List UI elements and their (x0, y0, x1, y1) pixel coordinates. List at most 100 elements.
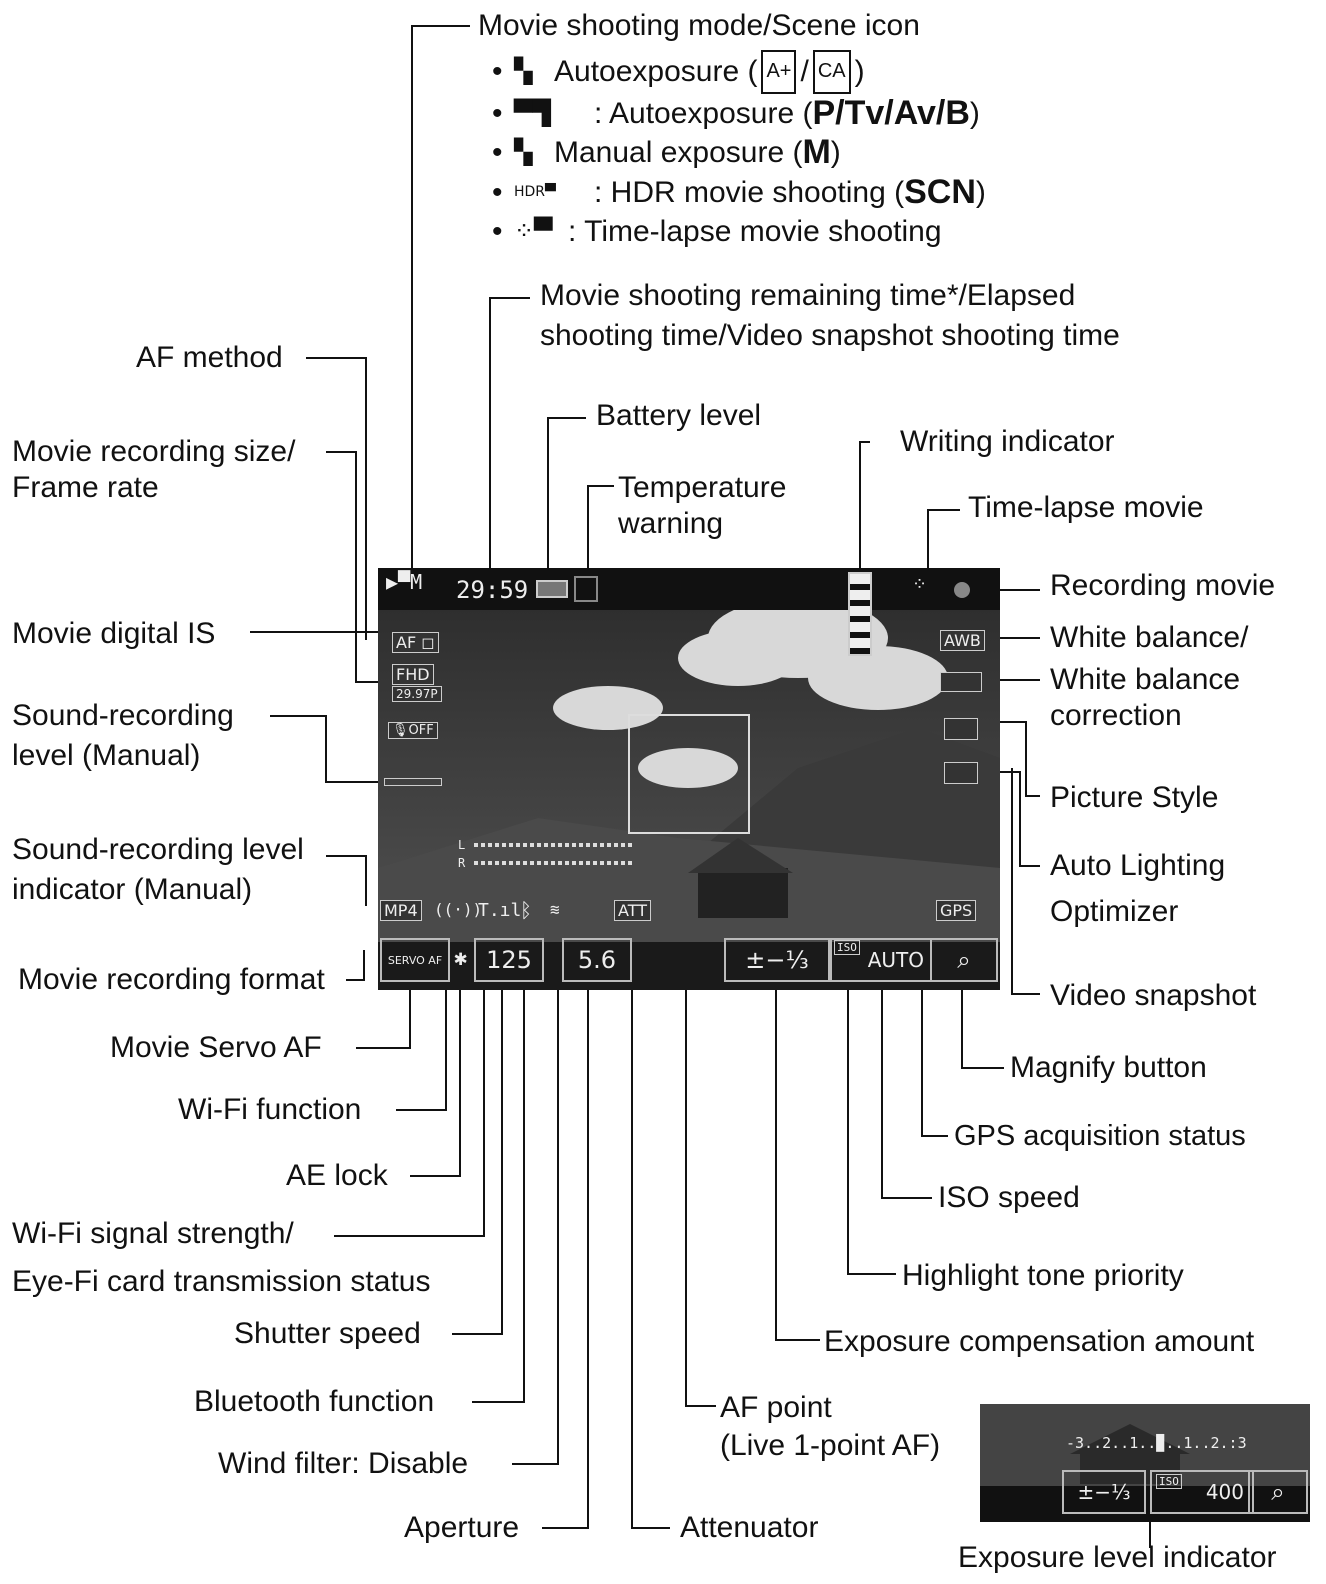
ae-lock-label: AE lock (286, 1159, 388, 1192)
hdr-movie-icon: HDR▀ (514, 183, 556, 200)
picture-style-label: Picture Style (1050, 781, 1219, 814)
wind-filter-label: Wind filter: Disable (218, 1447, 469, 1480)
alo-icon (944, 762, 978, 784)
exposure-inset: -3..2..1..▉..1..2.:3 ±−⅓ ISO 400 ⌕ (980, 1404, 1310, 1522)
meter-r-label: R (458, 856, 466, 870)
signal-icon: T.ıl (478, 900, 522, 921)
scene-auto-icon: A+ (761, 50, 797, 94)
ae-lock-icon: ✱ (454, 946, 468, 971)
timelapse-movie-icon: ⁘▀ (514, 217, 553, 245)
battery-icon (536, 580, 568, 598)
aperture-button[interactable]: 5.6 (562, 938, 632, 982)
rec-size-label-2: Frame rate (12, 471, 159, 504)
inset-magnify[interactable]: ⌕ (1248, 1470, 1308, 1514)
exposure-level-label: Exposure level indicator (958, 1541, 1277, 1574)
remaining-time-label-1: Movie shooting remaining time*/Elapsed (540, 279, 1076, 312)
remaining-time-label-2: shooting time/Video snapshot shooting ti… (540, 319, 1120, 352)
sound-level-label-2: level (Manual) (12, 739, 201, 772)
creative-auto-icon: CA (812, 50, 851, 94)
inset-exp-comp[interactable]: ±−⅓ (1062, 1470, 1146, 1514)
af-point-frame[interactable] (628, 714, 750, 834)
wind-filter-icon: ≋ (550, 900, 560, 919)
mode-list: •▚ Autoexposure ( A+/ CA ) •▀▜ : Autoexp… (492, 50, 986, 252)
top-status-bar (378, 568, 1000, 610)
af-point-label-2: (Live 1-point AF) (720, 1429, 941, 1462)
mode-item-timelapse: •⁘▀ : Time-lapse movie shooting (492, 212, 986, 252)
mode-item-manual: •▚ Manual exposure ( M ) (492, 133, 841, 171)
timelapse-movie-label: Time-lapse movie (968, 491, 1204, 524)
mode-item-autoexposure: •▚ Autoexposure ( A+/ CA ) (492, 50, 986, 94)
af-method-label: AF method (136, 341, 283, 374)
wb-label-3: correction (1050, 699, 1182, 732)
iso-speed-label: ISO speed (938, 1181, 1080, 1214)
sound-indicator-label-1: Sound-recording level (12, 833, 304, 866)
mode-item-autoexposure-ptvavb: •▀▜ : Autoexposure ( P/Tv/Av/B ) (492, 93, 980, 132)
shutter-label: Shutter speed (234, 1317, 421, 1350)
picture-style-icon (944, 718, 978, 740)
gps-indicator: GPS (936, 900, 977, 921)
wifi-signal-label-2: Eye-Fi card transmission status (12, 1265, 431, 1298)
timelapse-icon: ⁘ (912, 574, 928, 595)
alo-label-2: Optimizer (1050, 895, 1179, 928)
shutter-speed-button[interactable]: 125 (474, 938, 544, 982)
battery-label: Battery level (596, 399, 762, 432)
magnify-button[interactable]: ⌕ (930, 938, 998, 982)
movie-mode-label: Movie shooting mode/Scene icon (478, 9, 920, 42)
sound-meter-r (474, 861, 634, 865)
af-method-indicator: AF ◻ (392, 632, 439, 653)
rec-size-label-1: Movie recording size/ (12, 435, 296, 468)
exp-comp-label: Exposure compensation amount (824, 1325, 1255, 1358)
mic-indicator: 🎙OFF (388, 722, 438, 739)
record-dot-icon (954, 582, 970, 598)
attenuator-label: Attenuator (680, 1511, 819, 1544)
inset-iso-tag: ISO (1156, 1474, 1182, 1489)
rec-format-label: Movie recording format (18, 963, 325, 996)
bottom-settings-bar (378, 942, 1000, 990)
remaining-time: 29:59 (456, 576, 529, 604)
awb-indicator: AWB (940, 630, 985, 651)
bluetooth-label: Bluetooth function (194, 1385, 435, 1418)
htp-label: Highlight tone priority (902, 1259, 1184, 1292)
frame-rate-indicator: 29.97P (392, 686, 442, 702)
wb-label-2: White balance (1050, 663, 1241, 696)
movie-manual-icon: ▚ (514, 138, 533, 166)
inset-iso[interactable]: 400 (1150, 1470, 1254, 1514)
mode-item-hdr: •HDR▀ : HDR movie shooting ( SCN ) (492, 172, 986, 211)
iso-button[interactable]: AUTO (830, 938, 932, 982)
recording-movie-label: Recording movie (1050, 569, 1276, 602)
video-snapshot-label: Video snapshot (1050, 979, 1257, 1012)
rec-size-indicator: FHD (392, 664, 434, 685)
sound-level-label-1: Sound-recording (12, 699, 234, 732)
af-point-label-1: AF point (720, 1391, 832, 1424)
wifi-icon: ((·)) (434, 900, 483, 919)
meter-l-label: L (458, 838, 466, 852)
camera-screen: ▶▀M 29:59 ⁘ AF ◻ FHD 29.97P 🎙OFF L R AWB… (378, 568, 1000, 990)
format-indicator: MP4 (380, 900, 422, 921)
gps-status-label: GPS acquisition status (954, 1120, 1246, 1152)
movie-camera-icon: ▀▜ (514, 98, 551, 127)
servo-af-button[interactable]: SERVO AF (380, 938, 450, 982)
servo-af-label: Movie Servo AF (110, 1031, 322, 1064)
thermometer-icon (574, 576, 598, 602)
alo-label-1: Auto Lighting (1050, 849, 1226, 882)
movie-camera-icon: ▶▀M (386, 570, 423, 594)
aperture-label: Aperture (404, 1511, 520, 1544)
wb-correction-icon (940, 672, 982, 692)
temp-label-1: Temperature (618, 471, 787, 504)
htp-iso-tag: ISO (834, 940, 860, 955)
movie-auto-icon: ▚ (514, 57, 533, 85)
writing-indicator-label: Writing indicator (900, 425, 1115, 458)
exp-comp-button[interactable]: ±−⅓ (724, 938, 830, 982)
sound-meter-l (474, 843, 634, 847)
digital-is-label: Movie digital IS (12, 617, 216, 650)
exposure-level-scale: -3..2..1..▉..1..2.:3 (1066, 1434, 1247, 1452)
sound-indicator-label-2: indicator (Manual) (12, 873, 253, 906)
temp-label-2: warning (618, 507, 724, 540)
writing-indicator (848, 572, 872, 656)
bluetooth-icon: ᛒ (520, 898, 532, 922)
att-indicator: ATT (614, 900, 651, 921)
sound-level-slider (384, 778, 442, 786)
wb-label-1: White balance/ (1050, 621, 1249, 654)
magnify-label: Magnify button (1010, 1051, 1207, 1084)
